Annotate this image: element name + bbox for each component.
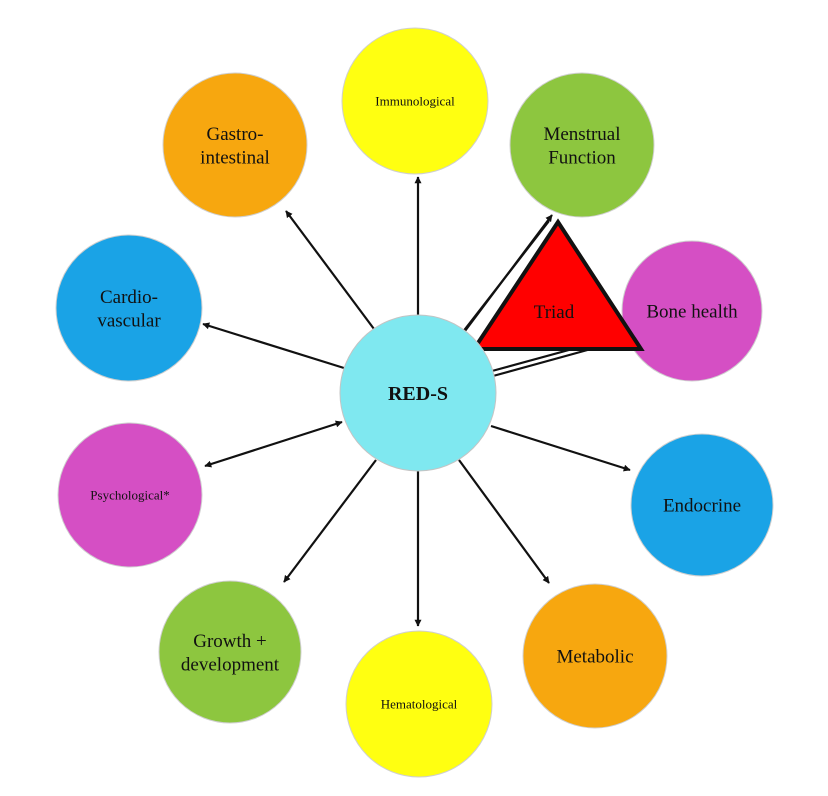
node-label-growth-development: development	[181, 655, 280, 676]
node-label-immunological: Immunological	[375, 94, 455, 109]
node-metabolic: Metabolic	[522, 583, 668, 729]
node-circle-gastrointestinal	[162, 72, 308, 218]
arrow-to-growth-development	[283, 459, 377, 583]
node-label-endocrine: Endocrine	[663, 496, 741, 517]
arrow-to-cardiovascular	[202, 322, 345, 370]
center-label: RED-S	[388, 383, 448, 405]
center-group: RED-S	[339, 314, 497, 472]
node-circle-psychological	[57, 422, 203, 568]
node-circle-cardiovascular	[55, 234, 203, 382]
node-circle-menstrual-function	[509, 72, 655, 218]
node-label-hematological: Hematological	[381, 697, 458, 712]
node-immunological: Immunological	[341, 27, 489, 175]
arrow-to-metabolic	[458, 459, 550, 584]
node-label-cardiovascular: vascular	[97, 311, 161, 332]
center-node	[339, 314, 497, 472]
node-bone-health: Bone health	[621, 240, 763, 382]
node-circle-bone-health	[621, 240, 763, 382]
node-label-bone-health: Bone health	[646, 302, 738, 323]
node-circle-metabolic	[522, 583, 668, 729]
node-circle-growth-development	[158, 580, 302, 724]
triad-label: Triad	[534, 302, 575, 323]
node-psychological: Psychological*	[57, 422, 203, 568]
node-label-gastrointestinal: Gastro-	[207, 124, 264, 145]
node-circle-endocrine	[630, 433, 774, 577]
node-gastrointestinal: Gastro-intestinal	[162, 72, 308, 218]
node-cardiovascular: Cardio-vascular	[55, 234, 203, 382]
arrow-to-gastrointestinal	[285, 210, 375, 330]
node-label-psychological: Psychological*	[90, 488, 169, 503]
node-label-menstrual-function: Menstrual	[543, 124, 620, 145]
triad-group: Triad	[470, 218, 645, 351]
node-label-cardiovascular: Cardio-	[100, 287, 158, 308]
node-circle-immunological	[341, 27, 489, 175]
arrow-to-psychological	[204, 420, 343, 468]
connector-arrows	[202, 176, 631, 627]
triad-triangle	[470, 218, 645, 351]
node-endocrine: Endocrine	[630, 433, 774, 577]
node-growth-development: Growth + development	[158, 580, 302, 724]
node-circle-hematological	[345, 630, 493, 778]
node-hematological: Hematological	[345, 630, 493, 778]
triad-connector-upper	[461, 220, 550, 334]
node-label-growth-development: Growth +	[193, 631, 267, 652]
arrow-to-endocrine	[490, 424, 631, 472]
node-label-metabolic: Metabolic	[556, 647, 633, 668]
node-label-menstrual-function: Function	[548, 148, 616, 169]
node-label-gastrointestinal: intestinal	[200, 148, 270, 169]
